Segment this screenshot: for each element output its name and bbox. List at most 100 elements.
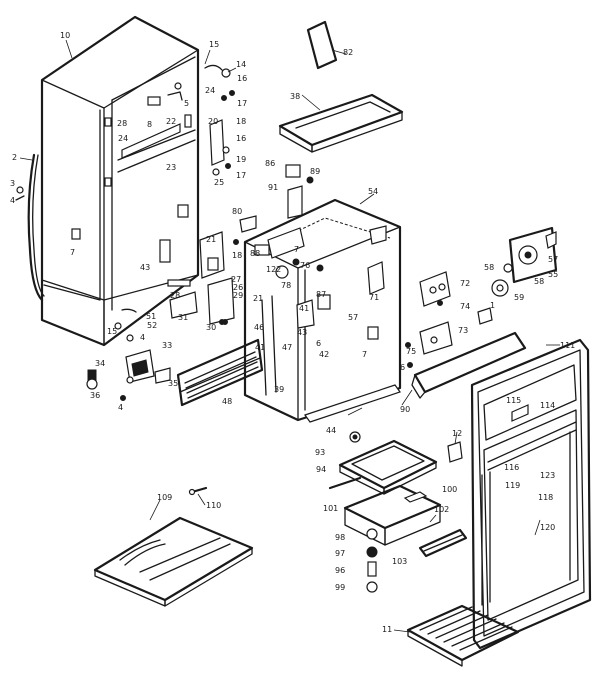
leveling-leg bbox=[86, 369, 98, 390]
label-4b: 4 bbox=[140, 333, 145, 342]
label-57a: 57 bbox=[348, 313, 358, 322]
label-43a: 43 bbox=[140, 263, 150, 272]
label-99: 99 bbox=[335, 583, 345, 592]
label-35: 35 bbox=[168, 379, 178, 388]
label-91: 91 bbox=[268, 183, 278, 192]
label-110: 110 bbox=[206, 501, 221, 510]
label-12: 12 bbox=[452, 429, 462, 438]
label-23: 23 bbox=[166, 163, 176, 172]
label-97: 97 bbox=[335, 549, 345, 558]
label-34: 34 bbox=[95, 359, 105, 368]
label-24a: 24 bbox=[205, 86, 215, 95]
label-5: 5 bbox=[184, 99, 189, 108]
label-80: 80 bbox=[232, 207, 242, 216]
label-90: 90 bbox=[400, 405, 410, 414]
label-20: 20 bbox=[208, 117, 218, 126]
cabinet-shell bbox=[40, 15, 200, 347]
roller-assembly bbox=[120, 349, 171, 401]
label-48: 48 bbox=[222, 397, 232, 406]
lower-hardware bbox=[114, 291, 225, 342]
label-29: 29 bbox=[233, 291, 243, 300]
label-123: 123 bbox=[540, 471, 555, 480]
cabinet-liner bbox=[243, 198, 402, 423]
bracket-43 bbox=[159, 239, 191, 287]
thermostat-parts bbox=[285, 164, 314, 219]
drain-parts bbox=[366, 528, 378, 593]
label-88: 88 bbox=[250, 249, 260, 258]
label-115: 115 bbox=[506, 396, 521, 405]
label-28b: 28 bbox=[170, 291, 180, 300]
label-101: 101 bbox=[323, 504, 338, 513]
label-3: 3 bbox=[10, 179, 15, 188]
label-100: 100 bbox=[442, 485, 457, 494]
fan-bracket bbox=[491, 226, 558, 297]
bracket-80 bbox=[239, 215, 257, 233]
label-73: 73 bbox=[458, 326, 468, 335]
label-71: 71 bbox=[369, 293, 379, 302]
label-26: 26 bbox=[233, 283, 243, 292]
label-41b: 41 bbox=[299, 304, 309, 313]
small-parts-44-12 bbox=[349, 431, 463, 463]
label-10: 10 bbox=[60, 31, 70, 40]
crisper-cover bbox=[418, 528, 468, 558]
label-96: 96 bbox=[335, 566, 345, 575]
label-16: 16 bbox=[237, 74, 247, 83]
label-11: 11 bbox=[382, 625, 392, 634]
label-103: 103 bbox=[392, 557, 407, 566]
label-47: 47 bbox=[282, 343, 292, 352]
shelf-rod bbox=[328, 476, 362, 490]
label-41a: 41 bbox=[255, 343, 265, 352]
label-78: 78 bbox=[281, 281, 291, 290]
label-36: 36 bbox=[90, 391, 100, 400]
label-51: 51 bbox=[146, 312, 156, 321]
label-98: 98 bbox=[335, 533, 345, 542]
label-86: 86 bbox=[265, 159, 275, 168]
label-17b: 17 bbox=[236, 171, 246, 180]
label-19: 19 bbox=[236, 155, 246, 164]
label-93: 93 bbox=[315, 448, 325, 457]
top-hinge-hardware bbox=[147, 64, 235, 128]
middle-hinge-hardware bbox=[209, 119, 231, 176]
label-82: 82 bbox=[343, 48, 353, 57]
label-22: 22 bbox=[166, 117, 176, 126]
label-7c: 7 bbox=[362, 350, 367, 359]
label-54: 54 bbox=[368, 187, 378, 196]
label-38: 38 bbox=[290, 92, 300, 101]
label-21b: 21 bbox=[253, 294, 263, 303]
label-18a: 18 bbox=[236, 117, 246, 126]
label-74: 74 bbox=[460, 302, 470, 311]
leader-lines bbox=[19, 39, 560, 633]
screw-110 bbox=[188, 486, 208, 496]
label-111: 111 bbox=[560, 341, 575, 350]
label-58b: 58 bbox=[534, 277, 544, 286]
control-housing bbox=[405, 271, 493, 368]
label-94: 94 bbox=[316, 465, 326, 474]
label-30: 30 bbox=[206, 323, 216, 332]
label-122: 122 bbox=[266, 265, 281, 274]
label-87: 87 bbox=[316, 290, 326, 299]
label-24b: 24 bbox=[118, 134, 128, 143]
label-76: 76 bbox=[300, 261, 310, 270]
label-21a: 21 bbox=[206, 235, 216, 244]
label-33: 33 bbox=[162, 341, 172, 350]
glass-shelf bbox=[338, 439, 438, 495]
crisper-pan bbox=[343, 484, 442, 546]
label-7b: 7 bbox=[294, 245, 299, 254]
label-57b: 57 bbox=[548, 255, 558, 264]
label-120: 120 bbox=[540, 523, 555, 532]
label-89: 89 bbox=[310, 167, 320, 176]
label-31: 31 bbox=[178, 313, 188, 322]
label-55: 55 bbox=[548, 270, 558, 279]
label-4a: 4 bbox=[10, 196, 15, 205]
bottom-hinge-bracket bbox=[199, 231, 239, 325]
label-102: 102 bbox=[434, 505, 449, 514]
label-116: 116 bbox=[504, 463, 519, 472]
label-52: 52 bbox=[147, 321, 157, 330]
screw-3 bbox=[15, 186, 25, 201]
label-6b: 6 bbox=[400, 363, 405, 372]
label-15b: 15 bbox=[107, 327, 117, 336]
label-16b: 16 bbox=[236, 134, 246, 143]
refrigerator-door bbox=[470, 338, 592, 650]
